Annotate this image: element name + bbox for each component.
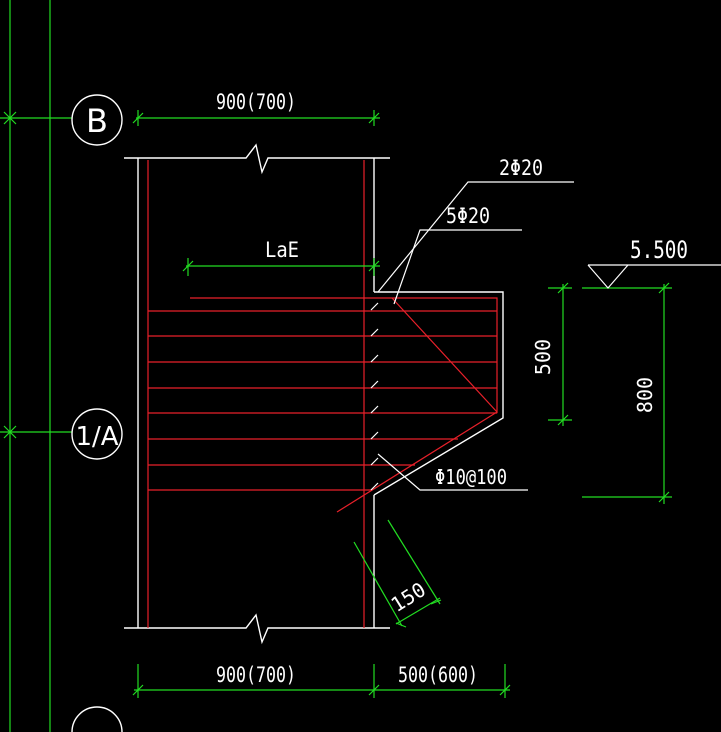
label-top-width: 900(700)	[216, 90, 296, 114]
axis-tick-1a	[3, 425, 17, 439]
label-total-depth: 800	[633, 377, 657, 413]
stirrup-tick	[370, 328, 379, 337]
axis-label-1a: 1/A	[75, 422, 118, 452]
axis-circle-1a	[71, 408, 123, 460]
label-main-bars: 5Φ20	[446, 204, 490, 228]
axis-bubble-1a: 1/A	[71, 408, 123, 460]
rebar-inclined	[336, 411, 498, 513]
leader-stirrups	[377, 453, 528, 491]
dim-ticks	[557, 282, 569, 426]
dim-ticks	[658, 282, 670, 503]
corbel-outline	[373, 291, 504, 496]
stirrup-ticks	[370, 302, 379, 491]
dim-spacing-ext-2	[387, 519, 441, 605]
leader-lines	[377, 181, 574, 491]
label-top-bars: 2Φ20	[499, 156, 543, 180]
stirrup-tick	[370, 354, 379, 363]
leader-top-bars	[377, 181, 574, 293]
stirrup-tick	[370, 380, 379, 389]
stirrup-tick	[370, 302, 379, 311]
axis-tick-b	[3, 111, 17, 125]
elevation-marker	[587, 264, 721, 289]
axis-bubble-b: B	[71, 94, 123, 146]
dim-spacing-ext-1	[353, 541, 403, 627]
axis-label-b: B	[86, 102, 108, 140]
main-rebar-bent	[190, 297, 498, 414]
label-corbel-width: 500(600)	[398, 663, 478, 687]
stirrup-tick	[370, 431, 379, 440]
stirrup-tick	[370, 482, 379, 491]
break-line-bottom	[124, 613, 390, 645]
dimension-lines	[132, 110, 672, 698]
label-lae: LaE	[265, 238, 299, 262]
label-corbel-depth: 500	[531, 339, 555, 375]
leader-main-bars	[393, 229, 522, 305]
elevation-triangle	[587, 264, 629, 289]
axis-circle-partial	[71, 706, 123, 732]
label-elevation: 5.500	[630, 236, 688, 264]
dim-ticks	[395, 599, 442, 628]
rebar	[147, 160, 498, 628]
axis-circle-b	[71, 94, 123, 146]
grid-lines	[0, 0, 72, 732]
stirrup-tick	[370, 457, 379, 466]
label-stirrups: Φ10@100	[435, 465, 507, 489]
stirrup-tick	[370, 405, 379, 414]
dim-ticks	[182, 260, 380, 272]
dim-spacing-line	[395, 597, 441, 625]
break-line-top	[124, 143, 390, 175]
dim-ticks	[132, 684, 511, 696]
dim-ticks	[132, 112, 380, 124]
label-bottom-width: 900(700)	[216, 663, 296, 687]
